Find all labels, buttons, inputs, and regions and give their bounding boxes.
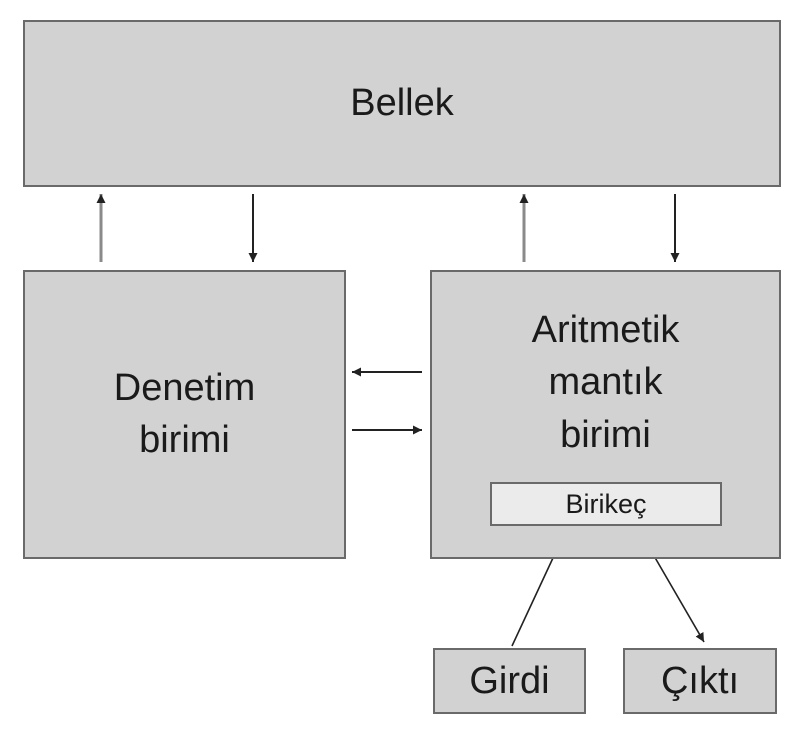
input-box: Girdi <box>433 648 586 714</box>
memory-label: Bellek <box>350 82 454 124</box>
output-label: Çıktı <box>660 659 740 702</box>
alu-label-line3: birimi <box>560 413 651 456</box>
output-box: Çıktı <box>623 648 777 714</box>
alu-label-line1: Aritmetik <box>531 309 680 351</box>
accumulator-box: Birikeç <box>490 482 722 526</box>
input-label: Girdi <box>469 659 550 702</box>
alu-box: Aritmetik mantık birimi Birikeç <box>430 270 781 559</box>
control-unit-label-line2: birimi <box>139 418 230 461</box>
accumulator-label: Birikeç <box>565 488 647 519</box>
control-unit-box: Denetim birimi <box>23 270 346 559</box>
control-unit-label: Denetim birimi <box>114 363 256 466</box>
memory-box: Bellek <box>23 20 781 187</box>
control-unit-label-line1: Denetim <box>113 367 256 410</box>
alu-label: Aritmetik mantık birimi <box>432 304 779 461</box>
alu-label-line2: mantık <box>548 361 663 404</box>
